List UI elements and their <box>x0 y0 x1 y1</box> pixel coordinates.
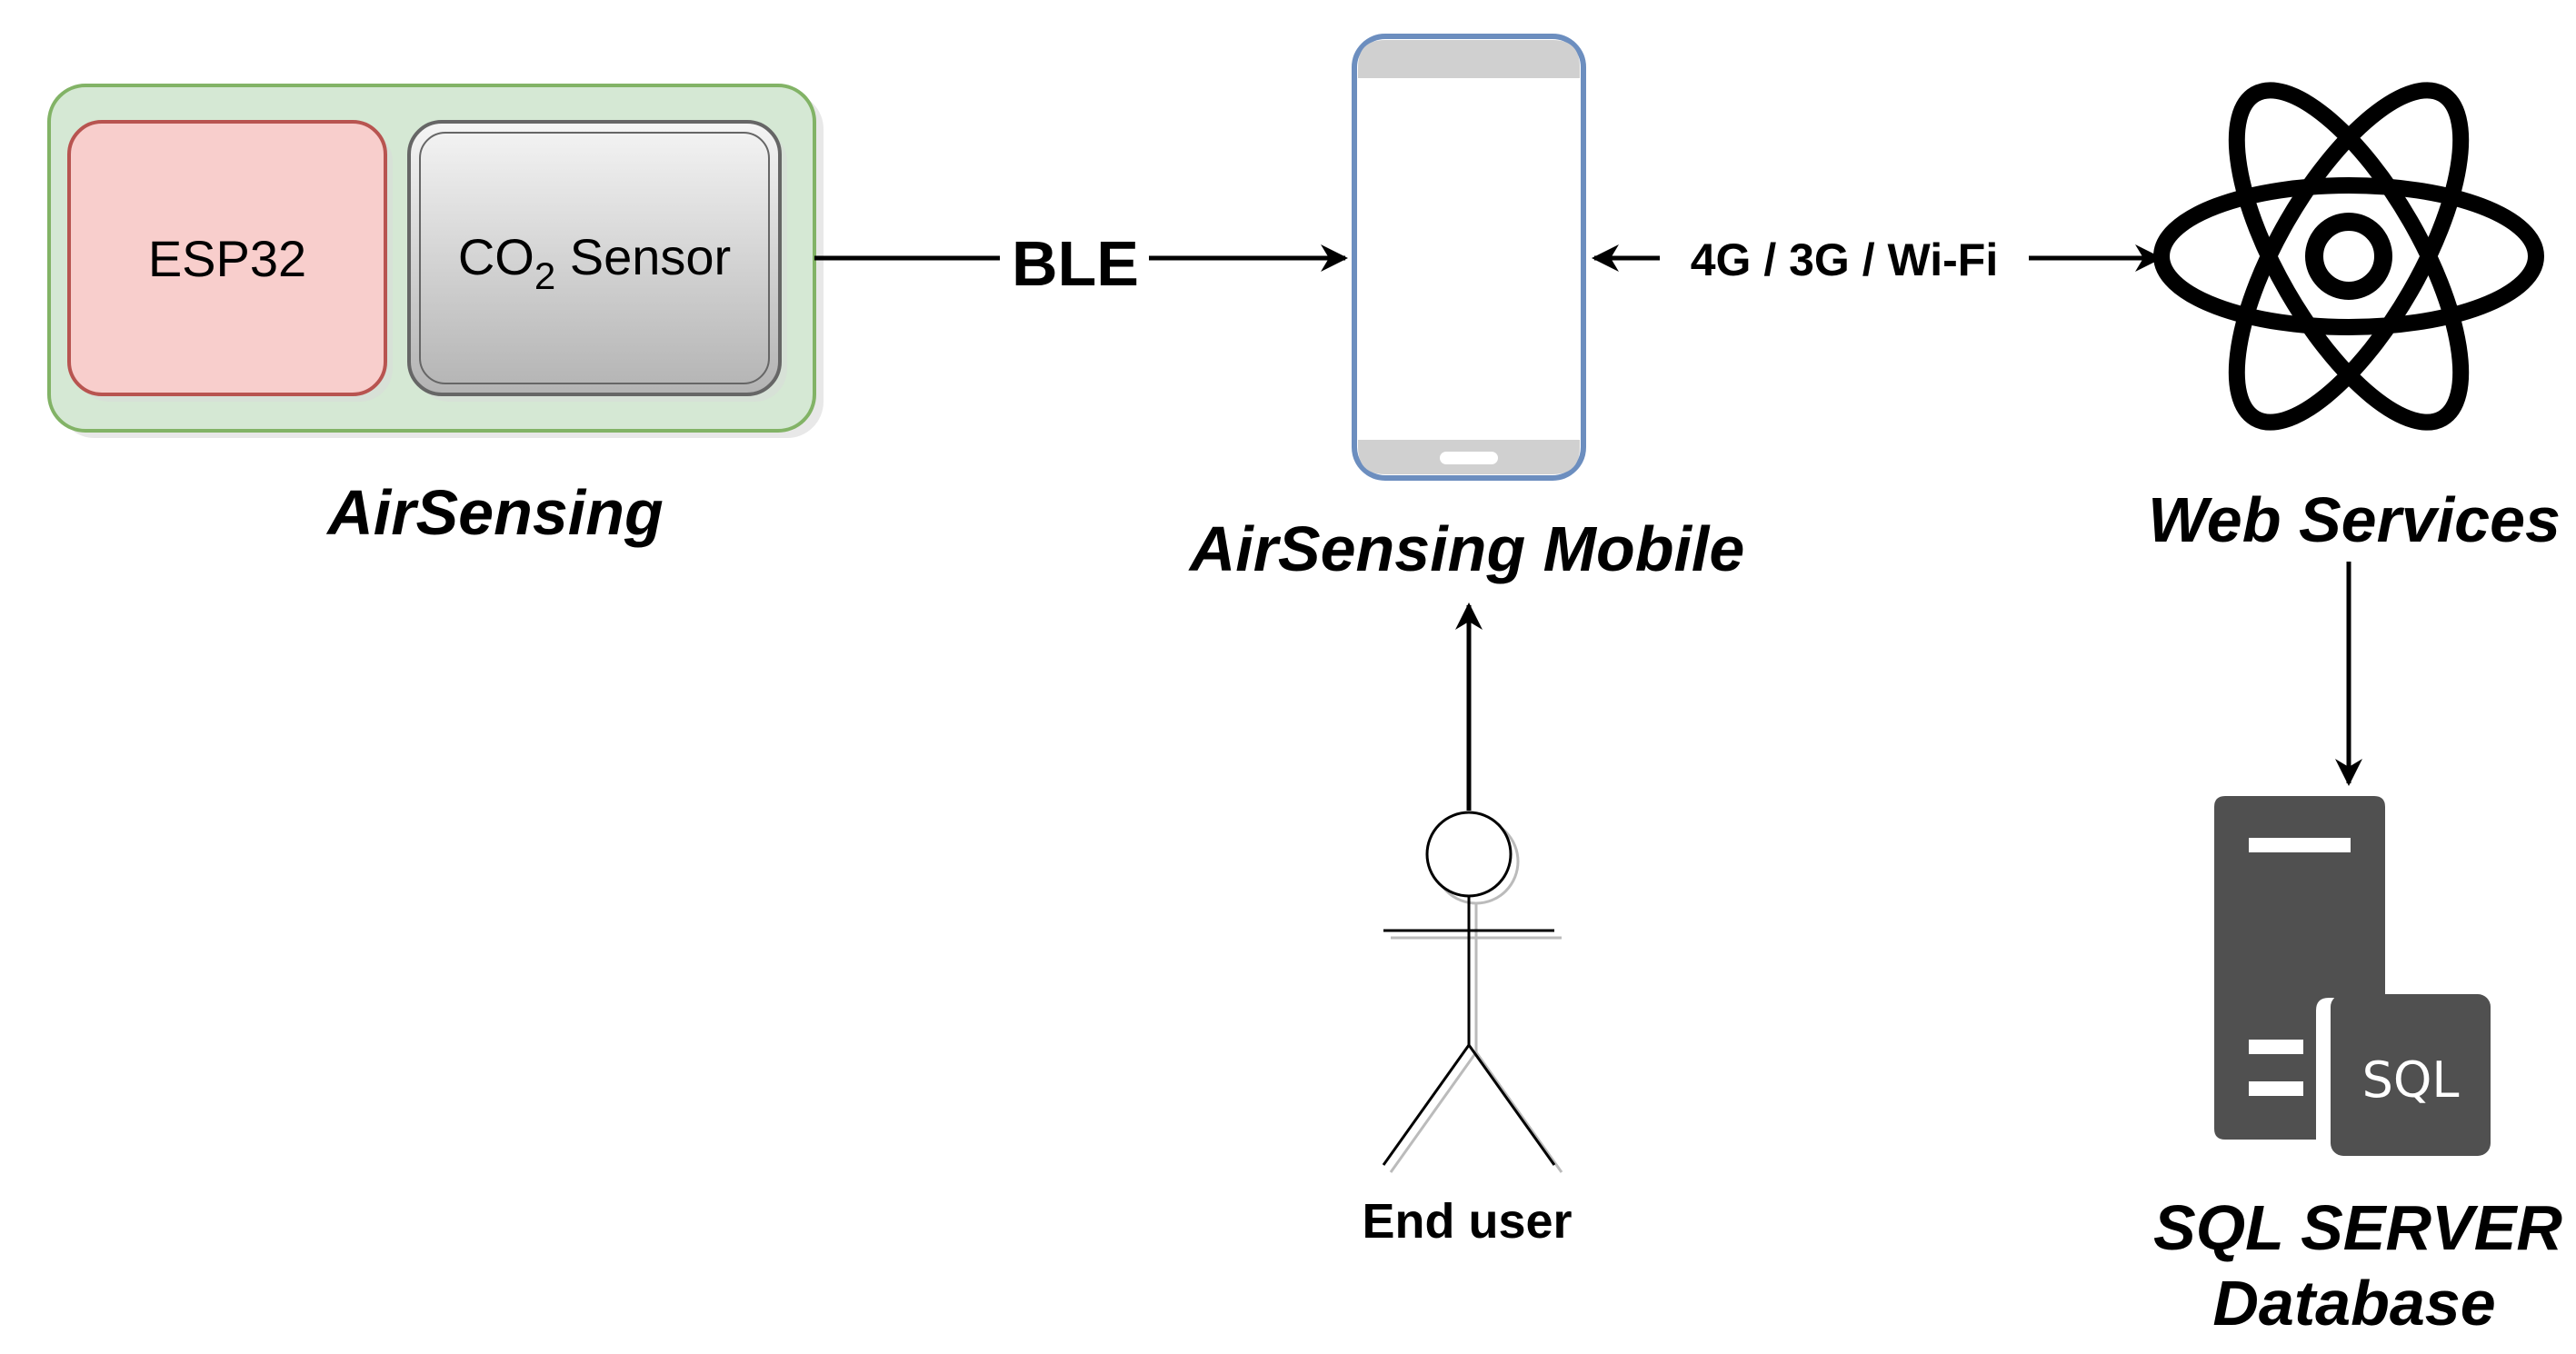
end-user-actor-icon <box>1382 811 1563 1173</box>
ble-label: BLE <box>1012 228 1139 299</box>
web-services-caption: Web Services <box>2148 484 2561 555</box>
atom-icon <box>2153 82 2544 431</box>
end-user-caption: End user <box>1362 1194 1572 1249</box>
esp32-module <box>67 120 387 396</box>
airsensing-caption: AirSensing <box>325 477 664 548</box>
database-caption-line1: SQL SERVER <box>2153 1192 2562 1263</box>
co2-sensor-label: CO2 Sensor <box>458 228 731 297</box>
network-label: 4G / 3G / Wi-Fi <box>1691 234 1998 285</box>
airsensing-device: ESP32 CO2 Sensor <box>47 84 824 438</box>
database-caption-line2: Database <box>2212 1268 2495 1339</box>
sql-icon-label: SQL <box>2362 1051 2460 1109</box>
sql-server-icon: SQL <box>2214 796 2491 1156</box>
co2-sensor-module <box>407 120 782 396</box>
mobile-caption: AirSensing Mobile <box>1188 513 1745 584</box>
phone-icon <box>1352 34 1586 481</box>
esp32-label: ESP32 <box>148 230 306 287</box>
